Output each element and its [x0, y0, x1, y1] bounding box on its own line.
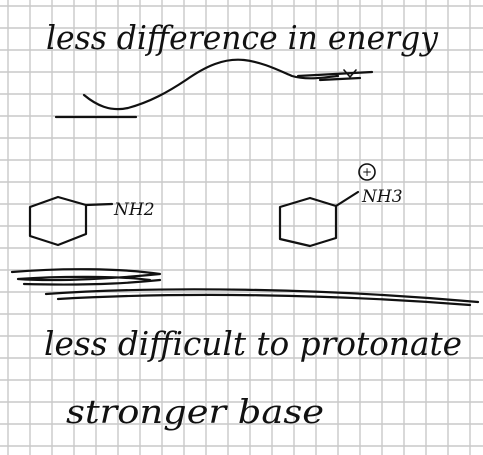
energy-diagram-sketch — [54, 58, 374, 119]
note-line-protonate: less difficult to protonate — [44, 324, 462, 363]
scribble-tail — [22, 278, 162, 286]
positive-charge-sign: + — [362, 165, 372, 179]
scribble-loop — [10, 268, 162, 282]
energy-baseline-right-2 — [318, 76, 362, 82]
anilinium-structure: NH3 + — [278, 163, 403, 248]
long-divider-bottom — [56, 293, 472, 307]
benzene-ring-left — [28, 195, 88, 247]
bond-to-nh3 — [334, 190, 360, 208]
energy-curve — [82, 58, 340, 111]
energy-baseline-right — [296, 70, 374, 78]
nh3-label: NH3 — [361, 187, 403, 207]
energy-tick-mark — [343, 69, 357, 78]
note-line-base: stronger base — [66, 392, 324, 431]
benzene-ring-right — [278, 196, 338, 248]
positive-charge-circle — [358, 163, 376, 181]
long-divider-top — [44, 288, 480, 304]
bond-to-nh2 — [84, 202, 114, 207]
note-line-energy: less difference in energy — [46, 18, 438, 57]
nh2-label: NH2 — [113, 200, 155, 220]
aniline-structure: NH2 — [28, 195, 155, 247]
scribble-strokes — [10, 268, 480, 307]
